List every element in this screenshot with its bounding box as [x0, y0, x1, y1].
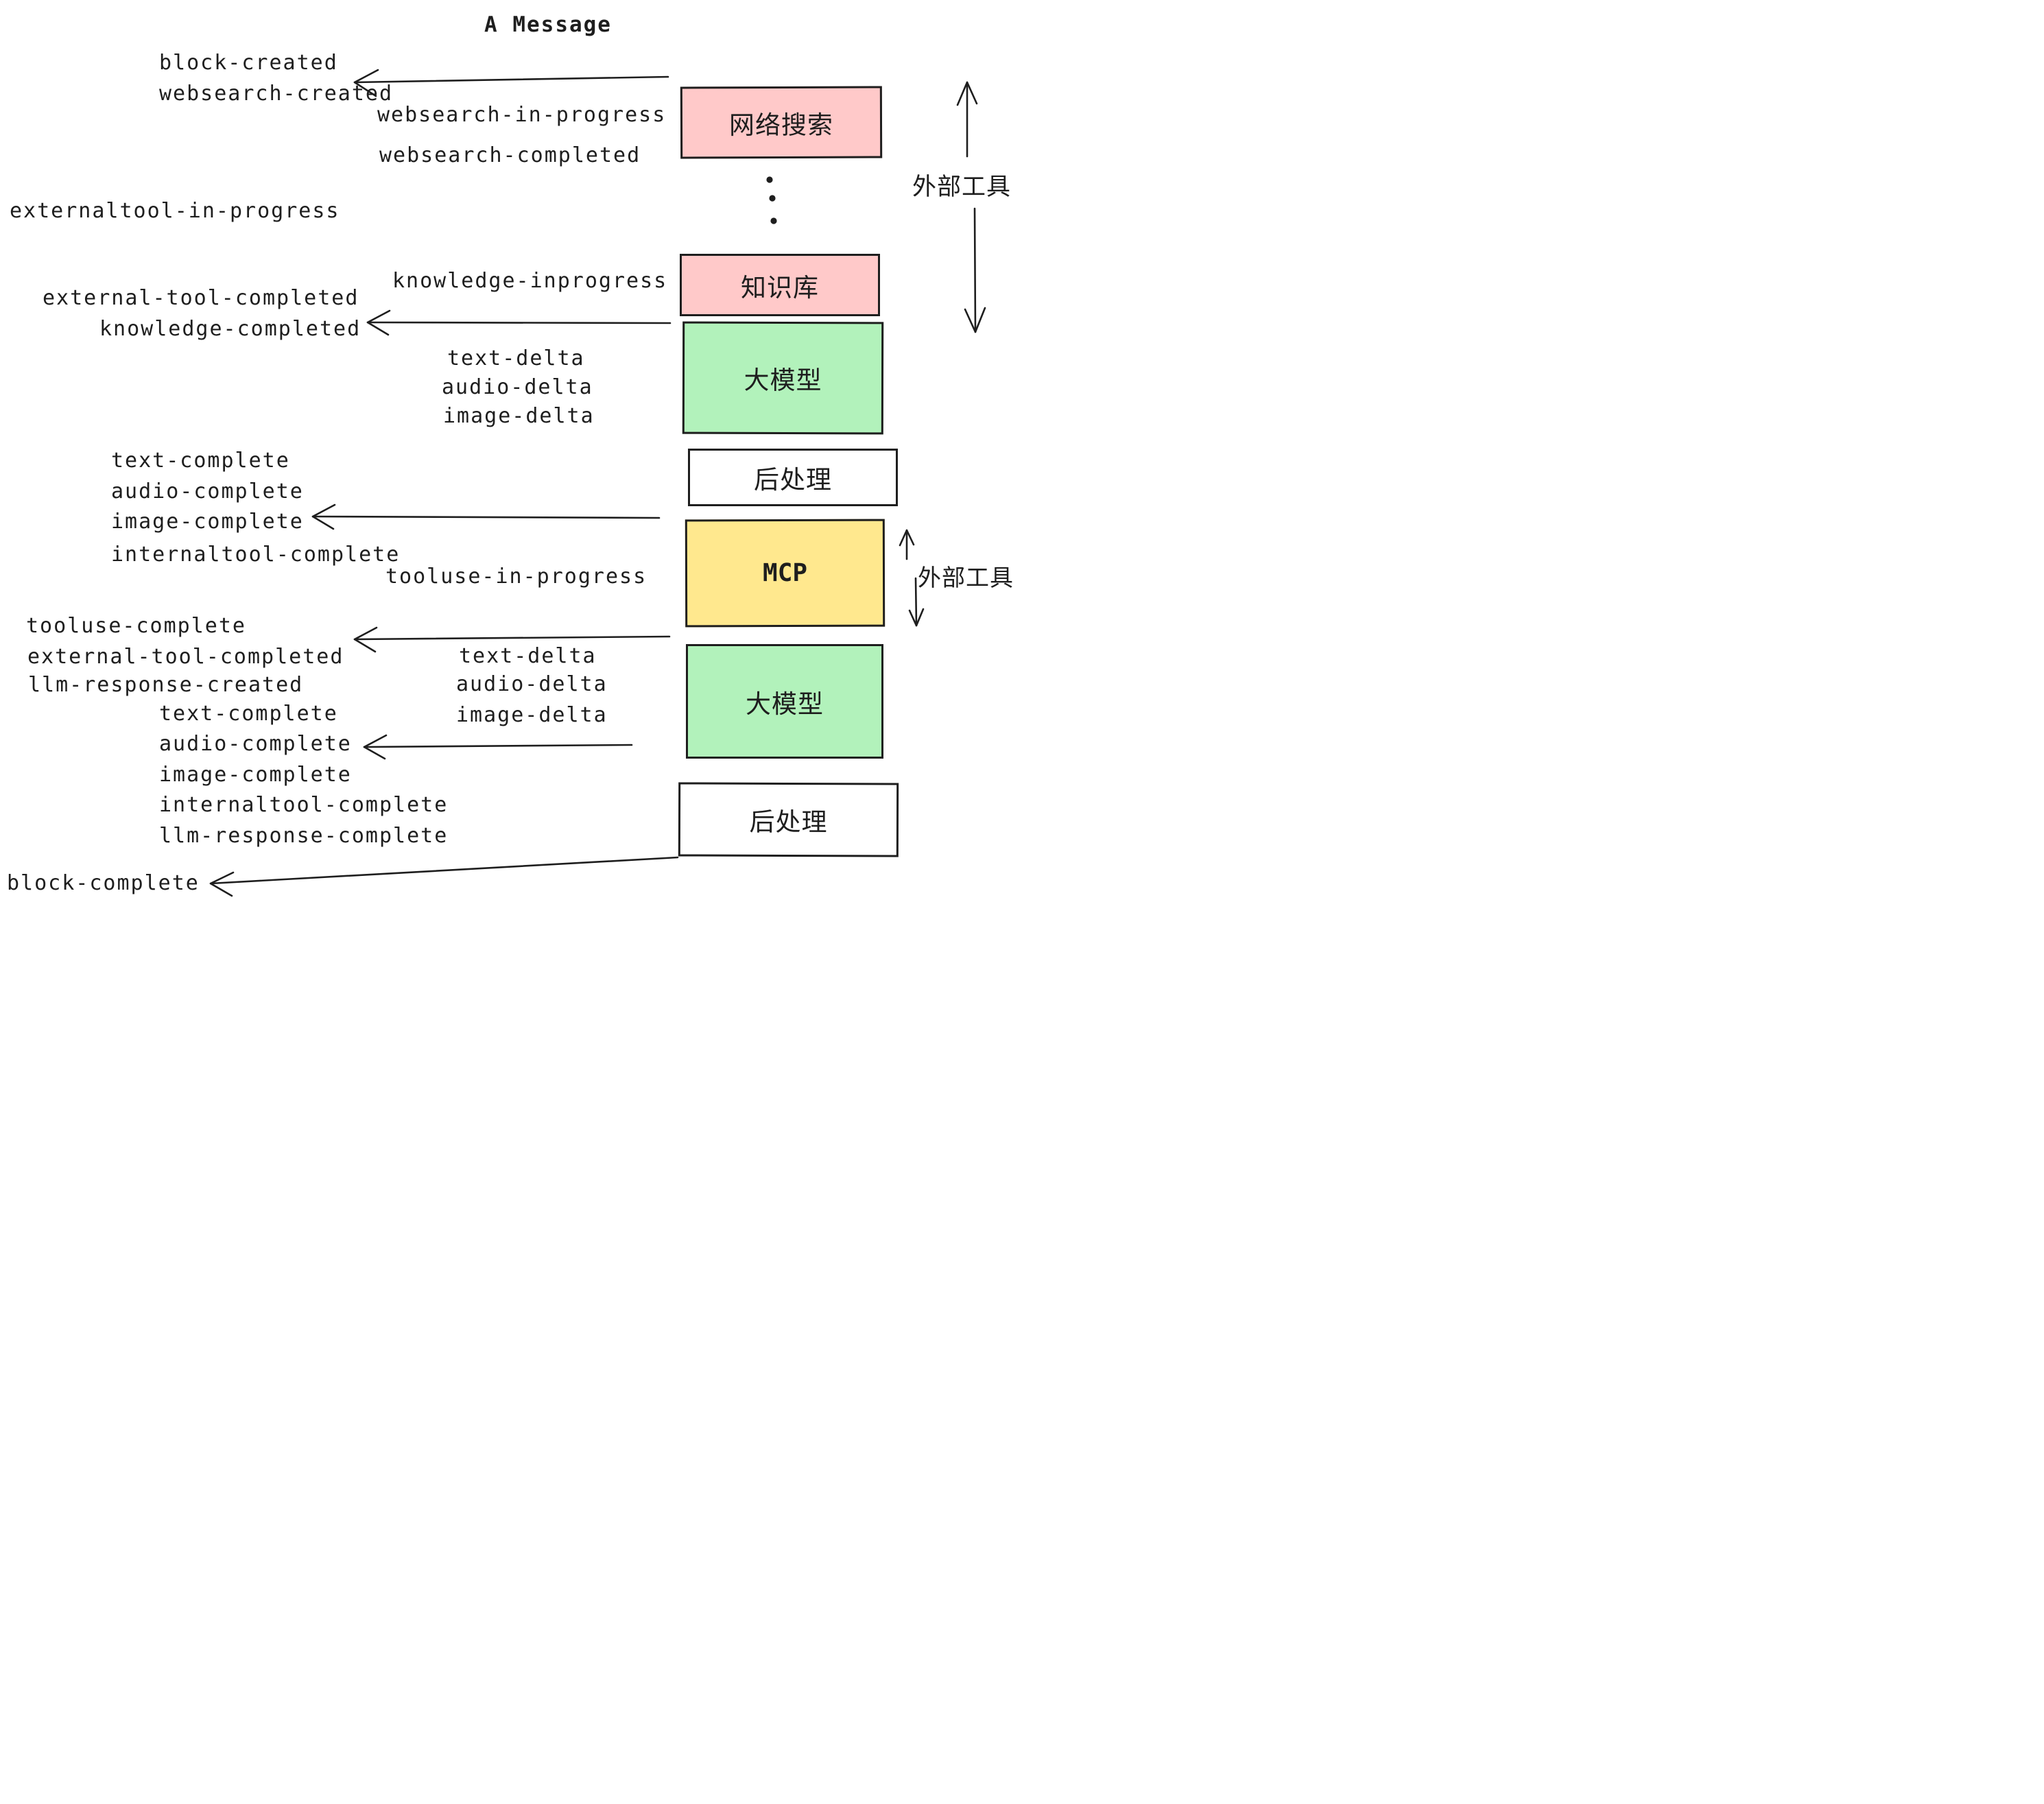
event-block-created: block-created [159, 51, 338, 75]
event-image-complete-2: image-complete [159, 763, 352, 787]
arrow-to-knowledge-completed [366, 309, 672, 336]
event-image-delta-2: image-delta [456, 703, 608, 727]
vertical-ellipsis-dots [766, 176, 777, 224]
box-postprocess-1-label: 后处理 [754, 466, 832, 494]
box-websearch: 网络搜索 [680, 86, 883, 159]
diagram-canvas: A Message 网络搜索 知识库 大模型 后处理 MCP 大模型 后处理 外… [0, 0, 1022, 902]
arrow-to-websearch-created [353, 69, 669, 97]
event-tooluse-complete: tooluse-complete [26, 614, 246, 638]
arrow-to-audio-complete [363, 734, 633, 760]
box-llm-2-label: 大模型 [746, 689, 824, 718]
box-knowledge: 知识库 [680, 254, 880, 316]
event-audio-complete-1: audio-complete [111, 479, 304, 503]
event-text-delta-2: text-delta [459, 644, 597, 668]
box-mcp: MCP [685, 519, 886, 628]
event-external-tool-completed-2: external-tool-completed [27, 645, 344, 669]
event-block-complete: block-complete [7, 871, 200, 895]
event-internaltool-complete-2: internaltool-complete [159, 793, 449, 817]
event-text-delta-1: text-delta [447, 346, 585, 370]
arrow-up-mcp-external-tools [899, 529, 915, 560]
arrow-down-external-tools-top [964, 207, 986, 333]
event-websearch-in-progress: websearch-in-progress [377, 103, 667, 127]
event-audio-complete-2: audio-complete [159, 732, 352, 756]
label-external-tools-top: 外部工具 [912, 174, 1012, 200]
box-websearch-label: 网络搜索 [728, 110, 834, 139]
box-postprocess-1: 后处理 [688, 449, 898, 506]
box-llm-2: 大模型 [686, 644, 883, 759]
arrow-to-block-complete [209, 856, 679, 897]
event-internaltool-complete-1: internaltool-complete [111, 543, 401, 567]
box-postprocess-2-label: 后处理 [749, 807, 828, 837]
event-image-delta-1: image-delta [443, 404, 595, 428]
event-llm-response-created: llm-response-created [28, 673, 304, 697]
box-knowledge-label: 知识库 [741, 273, 819, 302]
arrow-to-image-complete [311, 503, 661, 530]
event-image-complete-1: image-complete [111, 510, 304, 534]
box-llm-1-label: 大模型 [744, 366, 822, 395]
event-llm-response-complete: llm-response-complete [159, 824, 449, 848]
event-text-complete-1: text-complete [111, 449, 290, 473]
event-knowledge-completed: knowledge-completed [99, 317, 361, 341]
box-llm-1: 大模型 [682, 321, 884, 435]
box-mcp-label: MCP [762, 558, 808, 588]
event-text-complete-2: text-complete [159, 702, 338, 726]
event-websearch-completed: websearch-completed [379, 143, 641, 167]
event-tooluse-in-progress: tooluse-in-progress [385, 565, 647, 589]
box-postprocess-2: 后处理 [678, 782, 899, 857]
event-audio-delta-1: audio-delta [442, 375, 593, 399]
event-external-tool-completed-1: external-tool-completed [43, 286, 359, 310]
diagram-title: A Message [484, 12, 612, 37]
event-externaltool-in-progress: externaltool-in-progress [10, 199, 340, 223]
event-audio-delta-2: audio-delta [456, 672, 608, 696]
label-external-tools-mcp: 外部工具 [918, 565, 1014, 591]
event-knowledge-inprogress: knowledge-inprogress [392, 269, 668, 293]
event-websearch-created: websearch-created [159, 82, 394, 106]
arrow-up-external-tools-top [956, 81, 978, 158]
